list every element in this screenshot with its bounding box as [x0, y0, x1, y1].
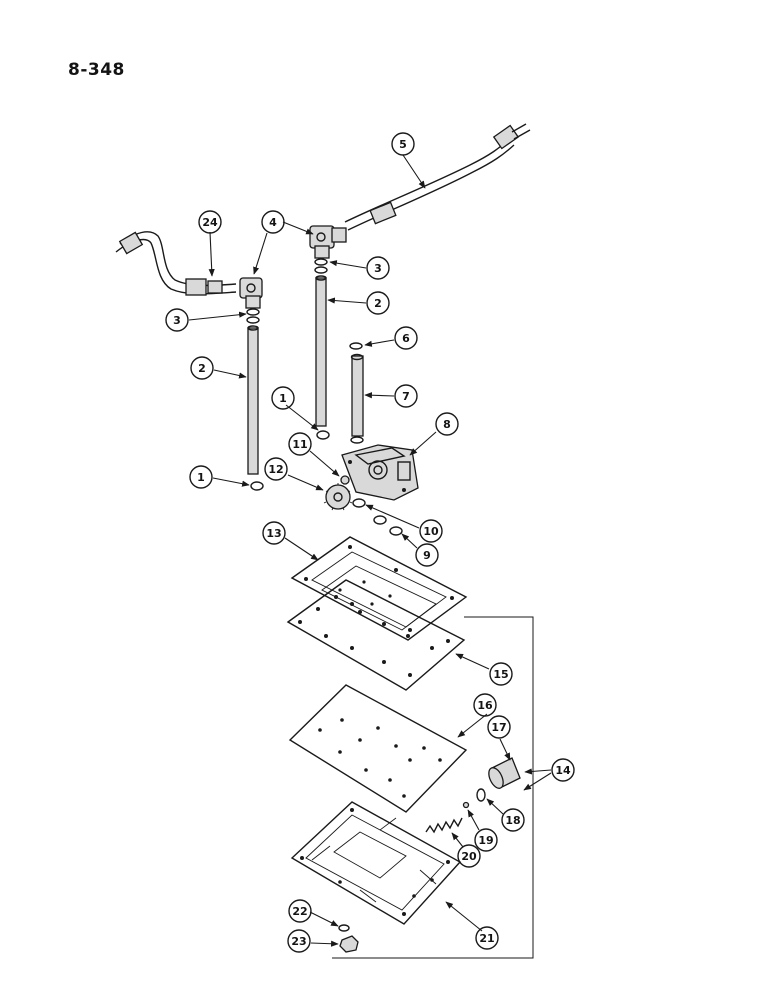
callout-2-right: 2: [366, 291, 390, 315]
elbow-fitting-right-part-4: [309, 225, 347, 259]
svg-text:9: 9: [423, 549, 431, 562]
callout-13: 13: [262, 521, 286, 545]
pipe-part-2-left: [247, 325, 259, 475]
o-ring-part-9-b: [389, 526, 403, 536]
ball-part-19: [462, 801, 470, 809]
callout-19: 19: [474, 828, 498, 852]
leader-lines: [188, 154, 552, 947]
svg-text:15: 15: [493, 668, 508, 681]
o-ring-part-6: [349, 342, 363, 350]
svg-text:10: 10: [423, 525, 439, 538]
callout-6: 6: [394, 326, 418, 350]
tube-assembly-part-5: [344, 123, 531, 231]
svg-text:18: 18: [505, 814, 520, 827]
callout-22: 22: [288, 899, 312, 923]
svg-text:12: 12: [268, 463, 283, 476]
svg-text:14: 14: [555, 764, 571, 777]
svg-text:7: 7: [402, 390, 410, 403]
callout-4: 4: [261, 210, 285, 234]
o-ring-part-1-right: [316, 430, 330, 440]
o-ring-part-3-left: [246, 308, 260, 316]
callout-3-right: 3: [366, 256, 390, 280]
svg-text:4: 4: [269, 216, 277, 229]
callout-14: 14: [551, 758, 575, 782]
callout-24: 24: [198, 210, 222, 234]
o-ring-part-9-a: [373, 515, 387, 525]
callout-2-left: 2: [190, 356, 214, 380]
svg-text:24: 24: [202, 216, 218, 229]
callout-9: 9: [415, 543, 439, 567]
svg-text:6: 6: [402, 332, 410, 345]
callout-23: 23: [287, 929, 311, 953]
o-ring-part-3-right-b: [314, 266, 328, 274]
svg-text:2: 2: [374, 297, 382, 310]
callout-1-right: 1: [271, 386, 295, 410]
housing-part-8: [341, 444, 419, 501]
callout-20: 20: [457, 844, 481, 868]
o-ring-part-10: [352, 498, 366, 508]
callout-16: 16: [473, 693, 497, 717]
plate-part-15: [286, 579, 466, 691]
callout-15: 15: [489, 662, 513, 686]
svg-text:3: 3: [173, 314, 181, 327]
callout-12: 12: [264, 457, 288, 481]
gear-part-12: [323, 483, 353, 511]
callout-10: 10: [419, 519, 443, 543]
svg-text:3: 3: [374, 262, 382, 275]
svg-text:20: 20: [461, 850, 477, 863]
o-ring-part-1-left: [250, 481, 264, 491]
svg-text:13: 13: [266, 527, 281, 540]
svg-text:16: 16: [477, 699, 493, 712]
o-ring-part-3-right: [314, 258, 328, 266]
callout-18: 18: [501, 808, 525, 832]
group-bracket-part-14: [332, 616, 534, 959]
svg-text:23: 23: [291, 935, 306, 948]
spring-part-20: [425, 817, 463, 834]
svg-text:17: 17: [491, 721, 506, 734]
svg-text:2: 2: [198, 362, 206, 375]
part-11: [340, 475, 350, 485]
callout-8: 8: [435, 412, 459, 436]
tube-part-7: [350, 353, 364, 444]
gasket-part-13: [290, 536, 468, 641]
plug-part-23: [339, 935, 359, 953]
elbow-fitting-left-part-4: [239, 277, 263, 309]
svg-text:11: 11: [292, 438, 307, 451]
callout-5: 5: [391, 132, 415, 156]
callout-21: 21: [475, 926, 499, 950]
pipe-part-2-right: [315, 275, 327, 427]
o-ring-part-18: [476, 788, 486, 802]
tube-assembly-part-24: [115, 231, 237, 296]
page-number: 8-348: [68, 60, 125, 80]
svg-text:22: 22: [292, 905, 307, 918]
callout-7: 7: [394, 384, 418, 408]
washer-part-22: [338, 924, 350, 932]
svg-text:1: 1: [197, 471, 205, 484]
callout-3-left: 3: [165, 308, 189, 332]
svg-text:19: 19: [478, 834, 493, 847]
callout-17: 17: [487, 715, 511, 739]
callout-11: 11: [288, 432, 312, 456]
callout-1-left: 1: [189, 465, 213, 489]
valve-cartridge-part-17: [488, 757, 521, 789]
separator-plate-part-16: [288, 684, 468, 813]
valve-body-part-21: [290, 801, 462, 925]
svg-text:5: 5: [399, 138, 407, 151]
svg-text:21: 21: [479, 932, 494, 945]
svg-text:1: 1: [279, 392, 287, 405]
svg-text:8: 8: [443, 418, 451, 431]
o-ring-part-3-left-b: [246, 316, 260, 324]
